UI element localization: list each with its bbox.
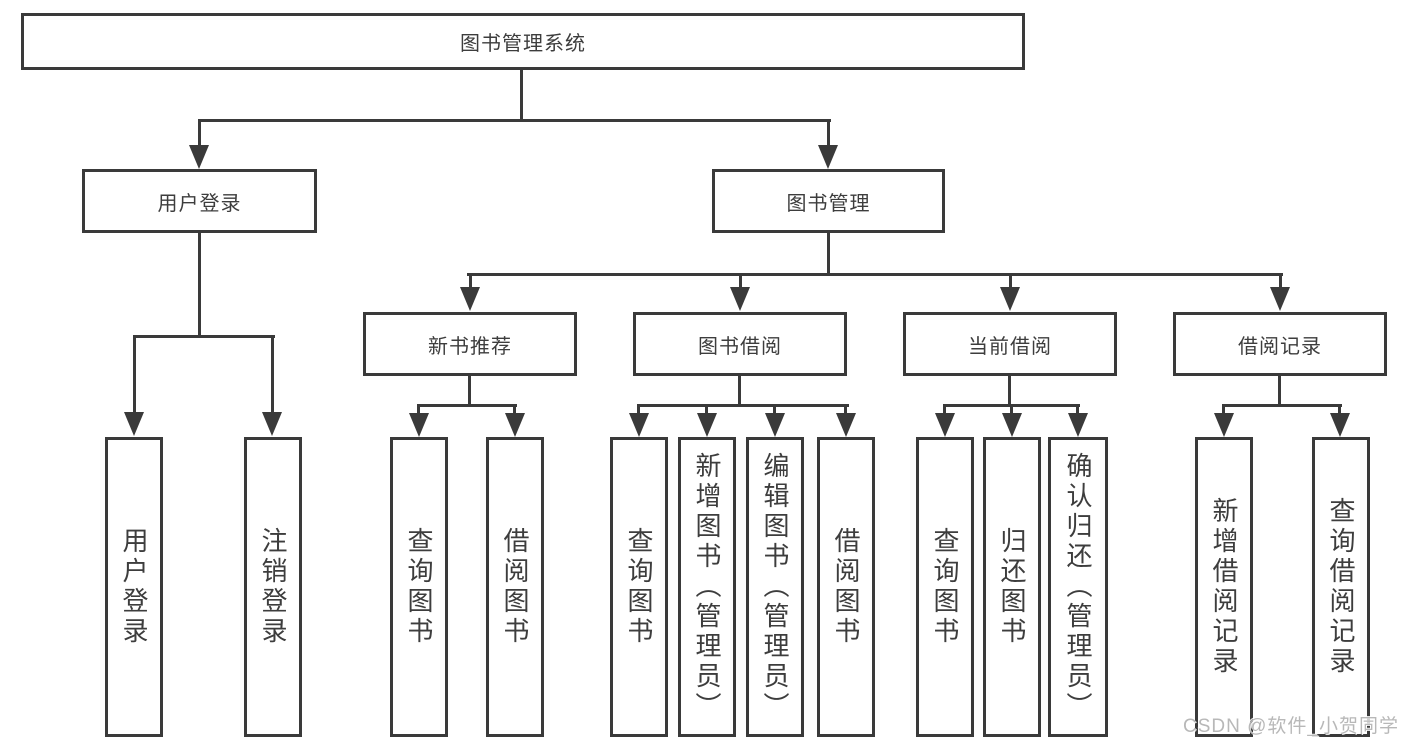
connector-line	[133, 335, 136, 414]
arrowhead-down-icon	[1000, 287, 1020, 311]
connector-line	[271, 335, 274, 414]
connector-line	[773, 404, 776, 414]
connector-line	[198, 119, 831, 122]
leaf-query-borrow-record: 查询借阅记录	[1312, 437, 1370, 737]
leaf-query-books-current: 查询图书	[916, 437, 974, 737]
arrowhead-down-icon	[1002, 413, 1022, 437]
arrowhead-down-icon	[629, 413, 649, 437]
connector-line	[844, 404, 847, 414]
connector-line	[637, 404, 640, 414]
arrowhead-down-icon	[1068, 413, 1088, 437]
leaf-query-books-recommend: 查询图书	[390, 437, 448, 737]
leaf-confirm-return-admin: 确认归还（管理员）	[1048, 437, 1108, 737]
connector-line	[468, 376, 471, 407]
connector-line	[827, 122, 830, 148]
watermark: CSDN @软件_小贺同学	[1183, 716, 1399, 737]
leaf-return-books: 归还图书	[983, 437, 1041, 737]
connector-line	[827, 233, 830, 276]
leaf-add-books-admin: 新增图书（管理员）	[678, 437, 736, 737]
arrowhead-down-icon	[262, 412, 282, 436]
arrowhead-down-icon	[836, 413, 856, 437]
leaf-logout: 注销登录	[244, 437, 302, 737]
arrowhead-down-icon	[409, 413, 429, 437]
connector-line	[705, 404, 708, 414]
connector-line	[1010, 404, 1013, 414]
leaf-edit-books-admin: 编辑图书（管理员）	[746, 437, 804, 737]
connector-line	[943, 404, 946, 414]
connector-line	[637, 404, 849, 407]
node-user-login: 用户登录	[82, 169, 317, 233]
leaf-query-books-borrowing: 查询图书	[610, 437, 668, 737]
connector-line	[1279, 276, 1282, 288]
connector-line	[1338, 404, 1341, 414]
connector-line	[467, 273, 1283, 276]
arrowhead-down-icon	[189, 145, 209, 169]
connector-line	[469, 276, 472, 288]
connector-line	[1009, 276, 1012, 288]
connector-line	[198, 122, 201, 148]
connector-line	[417, 404, 517, 407]
arrowhead-down-icon	[730, 287, 750, 311]
connector-line	[1278, 376, 1281, 407]
connector-line	[513, 404, 516, 414]
arrowhead-down-icon	[1270, 287, 1290, 311]
leaf-borrow-books: 借阅图书	[817, 437, 875, 737]
leaf-borrow-books-recommend: 借阅图书	[486, 437, 544, 737]
arrowhead-down-icon	[697, 413, 717, 437]
arrowhead-down-icon	[460, 287, 480, 311]
arrowhead-down-icon	[935, 413, 955, 437]
node-borrowing-records: 借阅记录	[1173, 312, 1387, 376]
connector-line	[417, 404, 420, 414]
arrowhead-down-icon	[818, 145, 838, 169]
arrowhead-down-icon	[1330, 413, 1350, 437]
arrowhead-down-icon	[765, 413, 785, 437]
node-book-management: 图书管理	[712, 169, 945, 233]
connector-line	[520, 70, 523, 122]
leaf-user-login: 用户登录	[105, 437, 163, 737]
node-new-book-recommend: 新书推荐	[363, 312, 577, 376]
node-root: 图书管理系统	[21, 13, 1025, 70]
connector-line	[198, 233, 201, 338]
connector-line	[1222, 404, 1342, 407]
connector-line	[738, 376, 741, 407]
connector-line	[133, 335, 275, 338]
connector-line	[1008, 376, 1011, 407]
connector-line	[1222, 404, 1225, 414]
arrowhead-down-icon	[505, 413, 525, 437]
leaf-add-borrow-record: 新增借阅记录	[1195, 437, 1253, 737]
connector-line	[1076, 404, 1079, 414]
connector-line	[739, 276, 742, 288]
arrowhead-down-icon	[124, 412, 144, 436]
node-book-borrowing: 图书借阅	[633, 312, 847, 376]
arrowhead-down-icon	[1214, 413, 1234, 437]
node-current-borrowing: 当前借阅	[903, 312, 1117, 376]
